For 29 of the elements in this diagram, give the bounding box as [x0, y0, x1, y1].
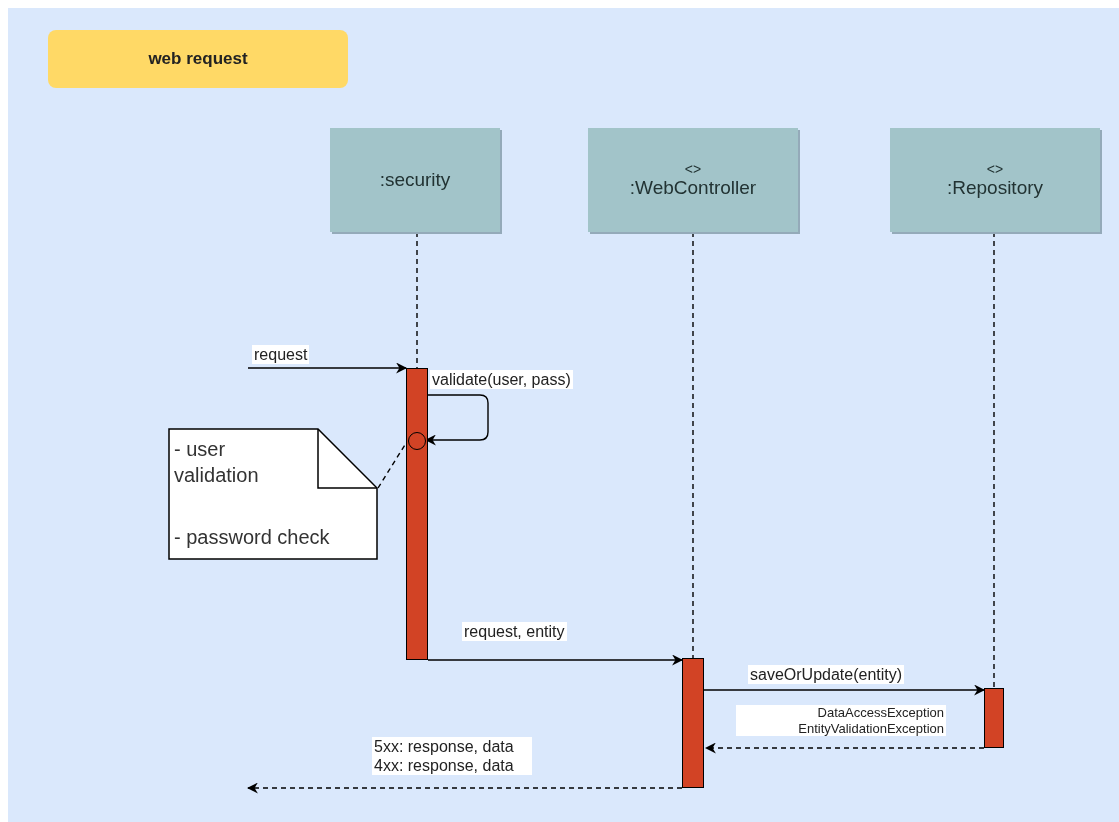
lifeline-header — [330, 128, 500, 232]
note-text: - password check — [174, 525, 331, 550]
participant-name: :WebController — [629, 177, 757, 199]
lifeline-header — [890, 128, 1100, 232]
edge-label: saveOrUpdate(entity) — [748, 665, 905, 685]
activation-bar — [406, 368, 428, 660]
edge-label: 5xx: response, data 4xx: response, data — [372, 737, 532, 776]
edge-label: request, entity — [462, 622, 567, 642]
activation-bar — [984, 688, 1004, 748]
note-text: - user validation — [174, 437, 260, 488]
frame-tag: web request — [48, 30, 348, 88]
return-arrow — [246, 782, 683, 794]
lifeline — [692, 231, 694, 659]
message-arrow — [247, 362, 408, 374]
edge-label: validate(user, pass) — [430, 370, 573, 390]
message-arrow — [703, 684, 986, 696]
lifeline — [993, 231, 995, 689]
participant-name: :Repository — [946, 177, 1044, 199]
call-point-circle — [408, 432, 426, 450]
stereotype-label: <> — [986, 161, 1004, 177]
edge-label: request — [252, 345, 310, 365]
edge-label: DataAccessException EntityValidationException — [736, 705, 946, 737]
lifeline-header — [588, 128, 798, 232]
note-shape — [168, 428, 378, 560]
return-arrow — [704, 742, 985, 754]
participant-name: :security — [379, 169, 451, 191]
stereotype-label: <> — [684, 161, 702, 177]
message-arrow — [427, 654, 684, 666]
activation-bar — [682, 658, 704, 788]
